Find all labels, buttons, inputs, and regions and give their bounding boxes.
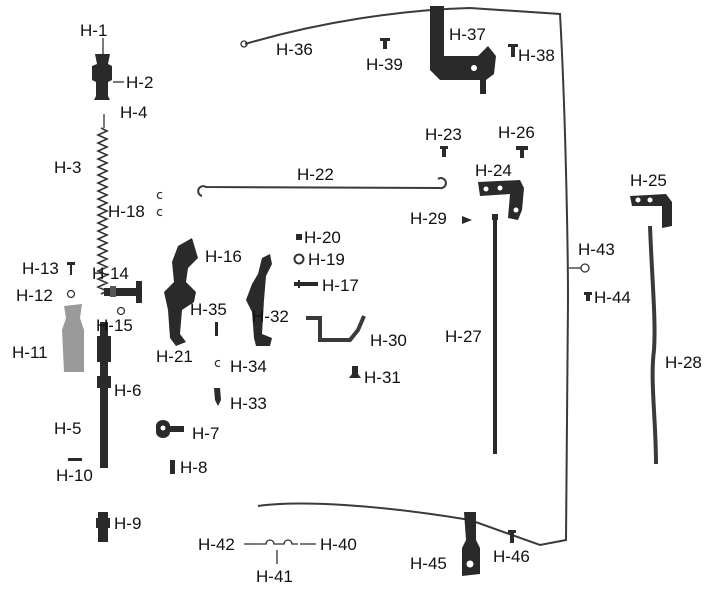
bracket-h37-hole	[471, 65, 477, 71]
pin-h35	[215, 322, 218, 336]
label-h13: H-13	[22, 259, 59, 278]
label-h14: H-14	[92, 264, 129, 283]
label-h25: H-25	[630, 171, 667, 190]
label-h46: H-46	[493, 547, 530, 566]
label-h43: H-43	[578, 240, 615, 259]
shaft-h14-collar	[110, 286, 116, 297]
label-h20: H-20	[304, 228, 341, 247]
label-h23: H-23	[425, 125, 462, 144]
label-h8: H-8	[180, 458, 207, 477]
label-h15: H-15	[96, 316, 133, 335]
label-h44: H-44	[594, 288, 631, 307]
bracket-h25-hole-b	[647, 197, 653, 203]
label-h29: H-29	[410, 209, 447, 228]
label-h30: H-30	[370, 331, 407, 350]
clip-h18-lower	[156, 208, 163, 217]
screw-h39	[380, 38, 390, 49]
part-h9	[96, 512, 110, 542]
bracket-h45	[462, 512, 480, 576]
label-h21: H-21	[156, 347, 193, 366]
washer-h19	[293, 253, 305, 265]
shaft-h14	[104, 281, 142, 303]
rod-h28	[648, 225, 658, 465]
screw-h23	[440, 146, 448, 157]
label-h12: H-12	[16, 286, 53, 305]
washer-h12	[66, 289, 76, 299]
label-h16: H-16	[205, 247, 242, 266]
label-h38: H-38	[518, 46, 555, 65]
label-h17: H-17	[322, 276, 359, 295]
bracket-h30	[306, 315, 366, 342]
label-h35: H-35	[190, 300, 227, 319]
wire-end-loop-h36	[240, 40, 248, 48]
label-h26: H-26	[498, 123, 535, 142]
label-h36: H-36	[276, 40, 313, 59]
spring-h3	[96, 127, 109, 295]
label-h5: H-5	[54, 419, 81, 438]
label-h19: H-19	[308, 250, 345, 269]
clip-h34	[214, 359, 221, 368]
pin-h1	[92, 54, 112, 100]
screw-h26	[516, 146, 528, 158]
bracket-h24-hole-c	[513, 207, 519, 213]
label-h37: H-37	[449, 25, 486, 44]
bracket-h24-hole-a	[483, 186, 489, 192]
bracket-h7-hole	[160, 425, 166, 431]
lever-h21	[164, 238, 198, 346]
block-h20	[296, 234, 302, 240]
clip-h43	[580, 263, 590, 273]
screw-h31	[349, 366, 361, 378]
screw-h38	[508, 44, 518, 57]
label-h2: H-2	[126, 73, 153, 92]
label-h28: H-28	[665, 353, 702, 372]
label-h9: H-9	[114, 514, 141, 533]
bracket-h25-hole-a	[635, 197, 641, 203]
bracket-h37	[430, 6, 496, 94]
bracket-h11	[62, 304, 84, 372]
label-h39: H-39	[366, 55, 403, 74]
screw-h8	[170, 460, 175, 474]
wire-rod-h36	[244, 6, 570, 547]
washer-h15	[116, 306, 126, 316]
screw-h46	[508, 530, 516, 543]
label-h1: H-1	[80, 21, 107, 40]
screw-h44	[584, 292, 592, 301]
pin-h29	[462, 216, 472, 224]
label-h42: H-42	[198, 535, 235, 554]
clip-h18-upper	[156, 191, 163, 200]
label-h41: H-41	[256, 567, 293, 586]
screw-h13	[67, 262, 75, 275]
label-h22: H-22	[297, 165, 334, 184]
bracket-h45-hole	[466, 560, 474, 568]
screw-h17	[294, 280, 318, 288]
label-h34: H-34	[230, 357, 267, 376]
label-h31: H-31	[364, 368, 401, 387]
label-h24: H-24	[475, 161, 512, 180]
label-h3: H-3	[54, 158, 81, 177]
rod-h27	[492, 214, 498, 454]
label-h32: H-32	[252, 307, 289, 326]
label-h18: H-18	[108, 202, 145, 221]
label-h33: H-33	[230, 394, 267, 413]
screw-h33	[214, 388, 221, 406]
label-h7: H-7	[192, 424, 219, 443]
bracket-h24-hole-b	[497, 185, 503, 191]
label-h4: H-4	[120, 103, 147, 122]
label-h40: H-40	[320, 535, 357, 554]
label-h10: H-10	[56, 466, 93, 485]
bracket-h7	[156, 420, 184, 438]
label-h6: H-6	[114, 381, 141, 400]
label-h45: H-45	[410, 554, 447, 573]
label-h11: H-11	[12, 343, 48, 362]
label-h27: H-27	[445, 327, 482, 346]
bracket-h25	[630, 194, 672, 228]
pin-h10	[68, 458, 82, 461]
pin-assembly-h41	[256, 539, 298, 545]
rod-h22	[197, 177, 447, 197]
bracket-h32	[246, 254, 272, 346]
shaft-h5	[97, 322, 111, 468]
bracket-h24	[478, 180, 524, 220]
